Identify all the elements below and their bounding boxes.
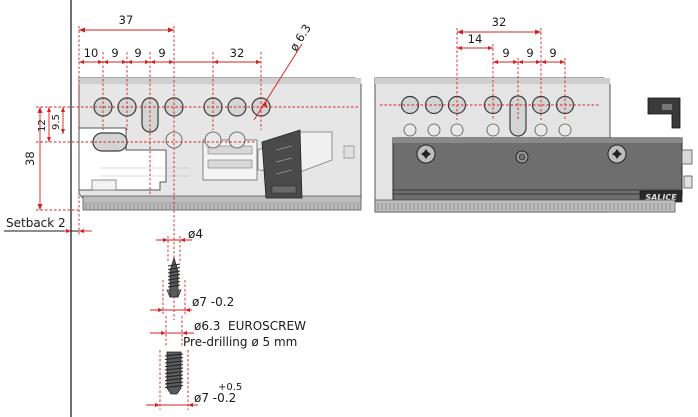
euroscrew-bottom: +0.5 ø7 -0.2	[146, 350, 242, 410]
slot-hole	[509, 95, 527, 137]
dim-9: 9	[526, 46, 533, 60]
dim-14: 14	[468, 32, 483, 46]
euroscrew-label: EUROSCREW	[228, 319, 306, 333]
dim-38: 38	[23, 151, 37, 166]
dia-6-3-label: ø6.3	[194, 319, 220, 333]
dim-9-5: 9.5	[51, 114, 62, 130]
left-view: 37 10 9 9 9 32 ø 6.3 38 12 9.5	[4, 0, 362, 417]
runner-bar	[392, 137, 683, 201]
hole	[228, 131, 246, 149]
hole	[227, 97, 247, 117]
hole	[403, 123, 417, 137]
hole	[204, 131, 222, 149]
right-view: SALICE 32 14 9 9 9	[374, 15, 693, 213]
dim-9: 9	[502, 46, 509, 60]
hole	[558, 123, 572, 137]
dim-9: 9	[111, 46, 118, 60]
predrilling-label: Pre-drilling ø 5 mm	[183, 335, 297, 349]
hole	[534, 123, 548, 137]
tol-plus-label: +0.5	[218, 382, 242, 393]
rail-teeth-left	[85, 204, 359, 209]
dim-9: 9	[549, 46, 556, 60]
hole	[486, 123, 500, 137]
dim-32-right: 32	[492, 15, 507, 29]
dim-dia-6-3: ø 6.3	[287, 22, 314, 54]
dim-9: 9	[158, 46, 165, 60]
dim-37: 37	[119, 13, 134, 27]
euroscrew-top: ø4 ø7 -0.2	[150, 227, 234, 314]
setback-label: Setback 2	[6, 216, 66, 230]
runner-top-edge	[79, 78, 361, 84]
rear-bracket	[647, 97, 681, 129]
runner-screw-head	[607, 144, 627, 164]
screw-details: ø4 ø7 -0.2 ø6.3 EUROSCREW Pre-drilling ø…	[146, 227, 306, 410]
dia-7-bottom-label: ø7 -0.2	[194, 391, 236, 405]
dim-9: 9	[134, 46, 141, 60]
dia-4-label: ø4	[188, 227, 203, 241]
dim-32: 32	[230, 46, 245, 60]
runner-rivet	[515, 150, 529, 164]
rear-clip	[681, 149, 693, 165]
hole	[427, 123, 441, 137]
brand-logo: SALICE	[645, 193, 677, 202]
bracket-notch	[91, 179, 117, 191]
hole	[450, 123, 464, 137]
dim-10: 10	[84, 46, 99, 60]
dim-12: 12	[37, 119, 48, 132]
dia-7-top-label: ø7 -0.2	[192, 295, 234, 309]
second-hole-row-right	[403, 123, 572, 137]
locking-device	[261, 129, 303, 199]
runner-screw-head	[416, 144, 436, 164]
